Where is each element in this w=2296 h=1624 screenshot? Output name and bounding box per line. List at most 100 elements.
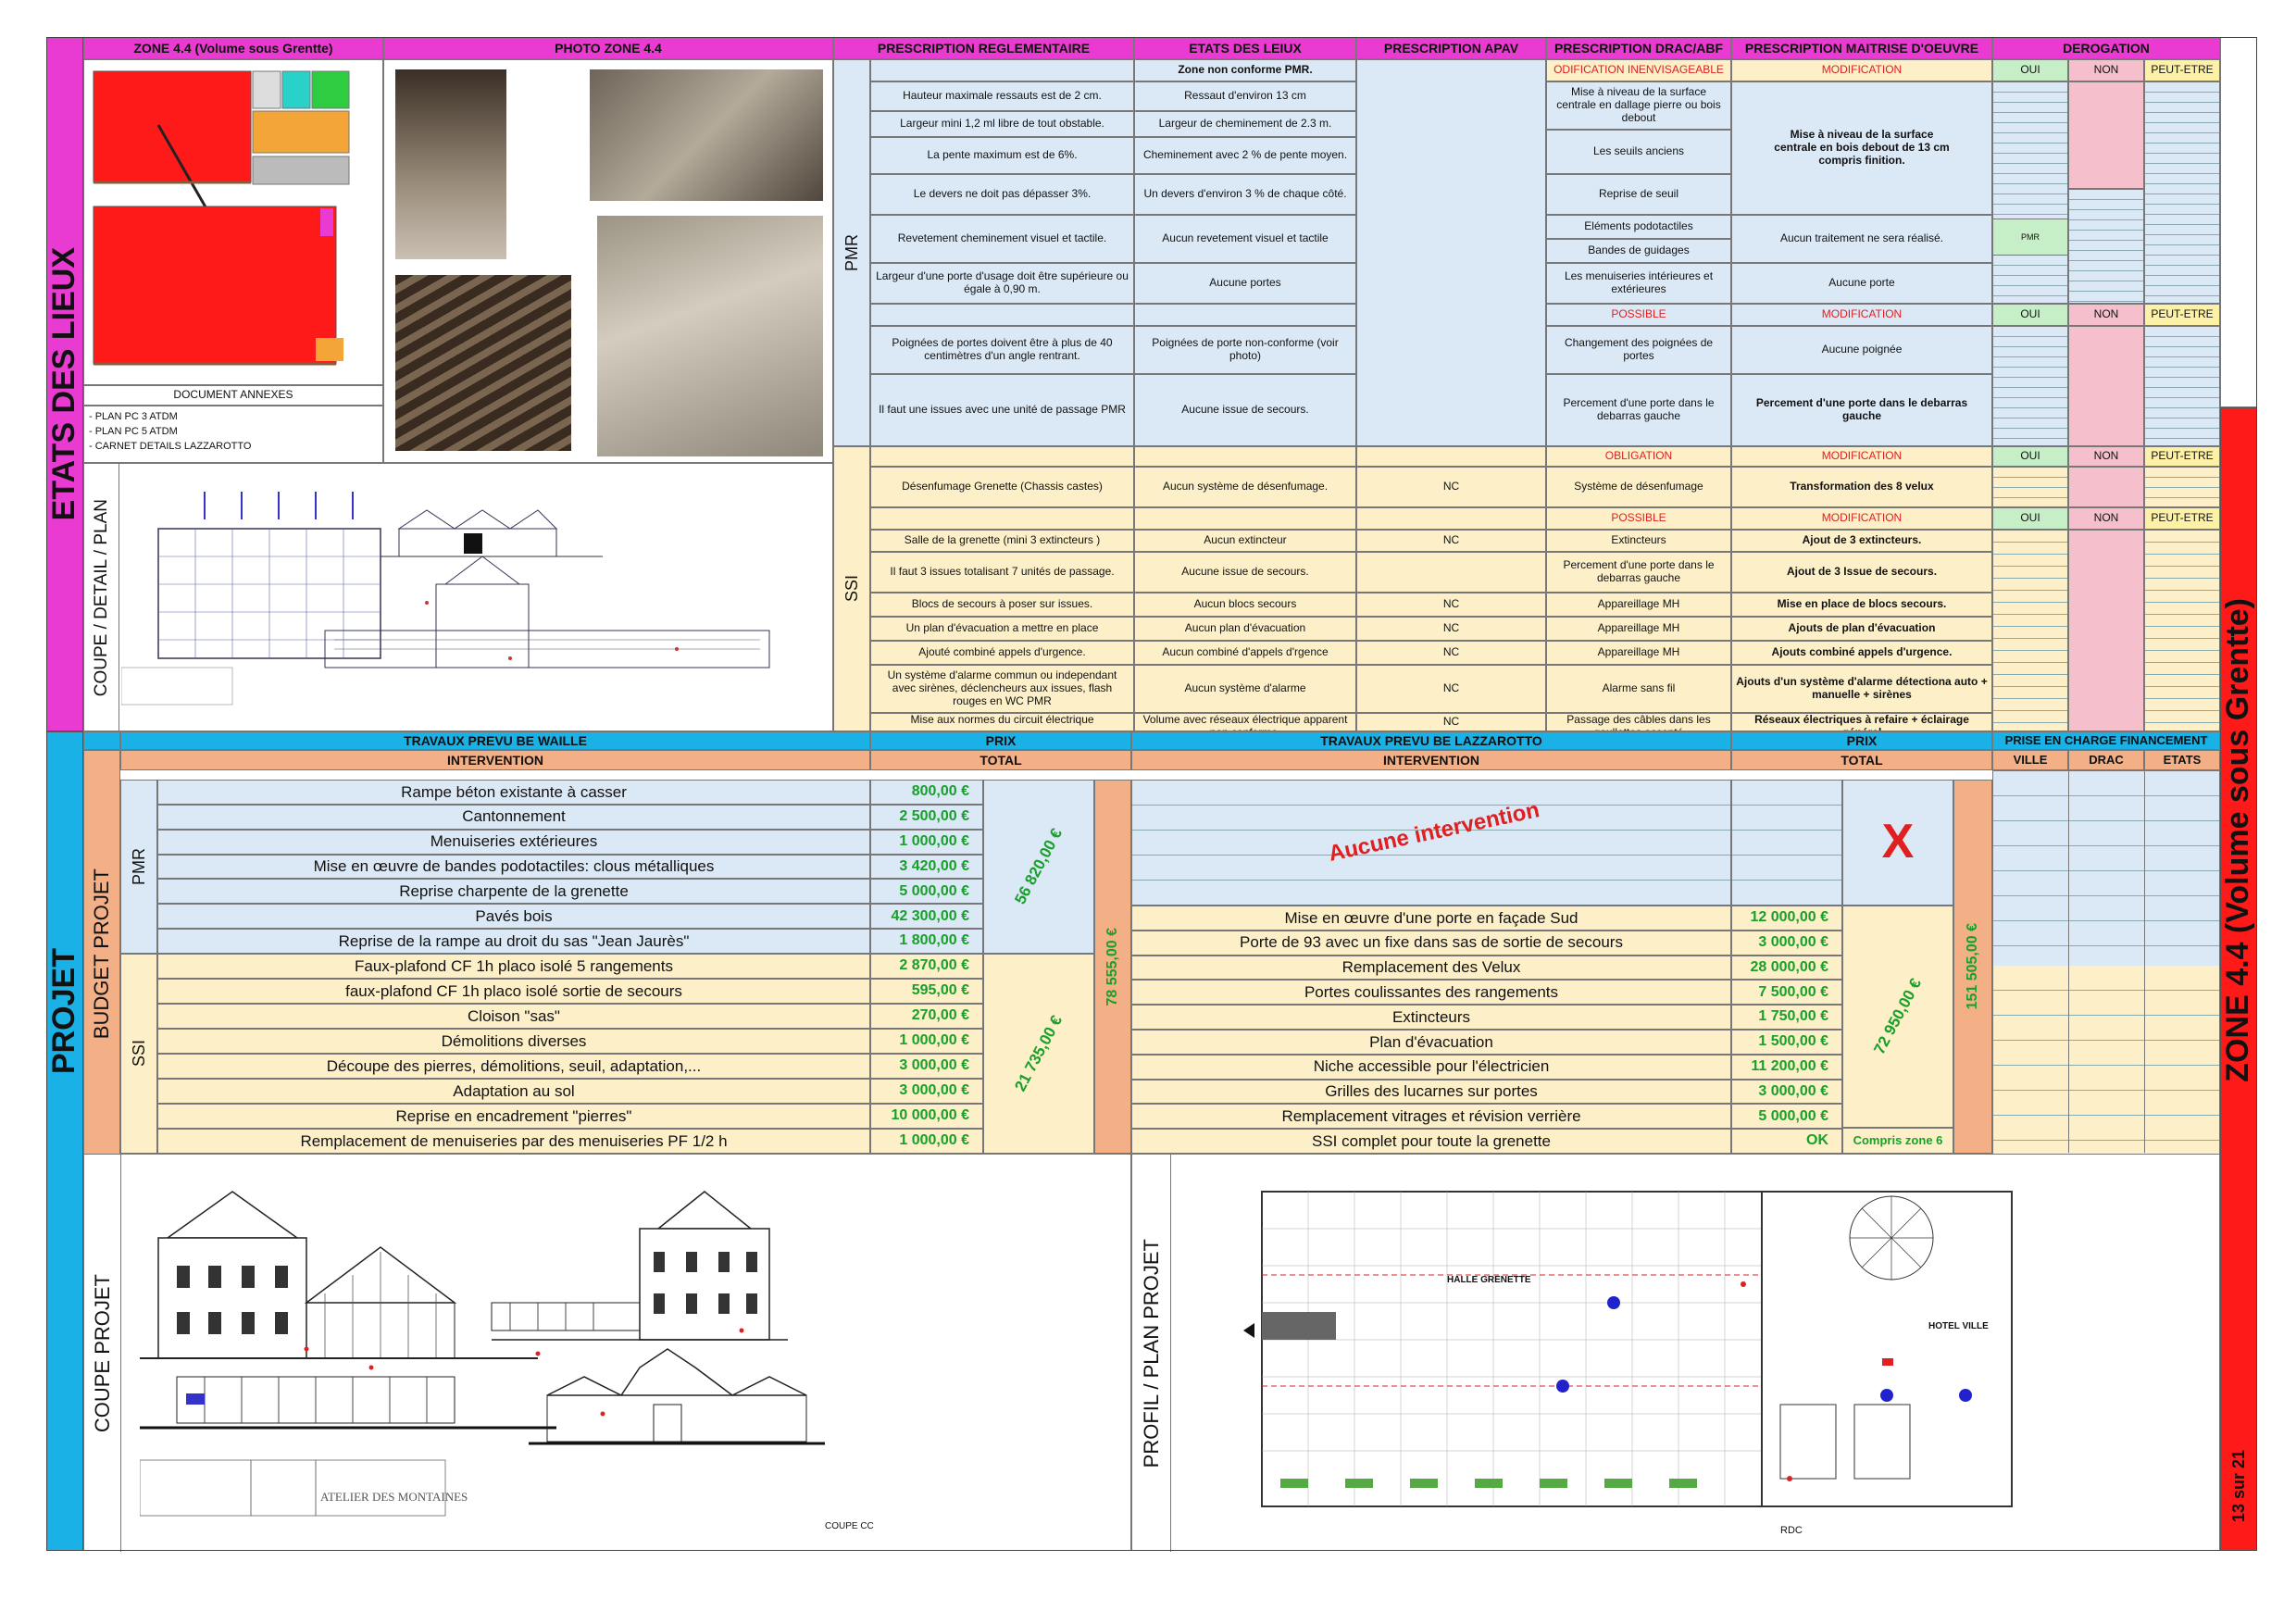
profil-plan-label: PROFIL / PLAN PROJET: [1139, 1238, 1163, 1468]
ssi-status-moe: MODIFICATION: [1731, 446, 1992, 467]
budget-pmr-label: PMR: [120, 780, 157, 954]
prix-header: PRIX: [870, 731, 1131, 750]
compris-zone: Compris zone 6: [1842, 1128, 1953, 1154]
ssi-prescription: Désenfumage Grenette (Chassis castes): [870, 467, 1134, 507]
ssi-moe: Mise en place de blocs secours.: [1731, 593, 1992, 617]
budget-row-label: Menuiseries extérieures: [157, 829, 870, 855]
budget-row-price: 2 870,00 €: [870, 954, 983, 979]
pmr-moe: Aucun traitement ne sera réalisé.: [1731, 215, 1992, 263]
derog-grid: [2068, 326, 2144, 446]
budget-row-price: 3 420,00 €: [870, 854, 983, 880]
coupe-detail-drawing: [121, 492, 770, 706]
coupe-detail-plan-label: COUPE / DETAIL / PLAN: [91, 499, 111, 697]
derog-oui[interactable]: OUI: [1992, 446, 2068, 467]
photo-halle-interior[interactable]: [395, 69, 506, 259]
coupe-projet-panel: COUPE PROJET COUPE CC: [83, 1154, 1131, 1552]
derog-peut-etre[interactable]: PEUT-ETRE: [2144, 507, 2220, 530]
pmr-status-drac: ODIFICATION INENVISAGEABLE: [1546, 59, 1731, 81]
budget-row-label: Reprise charpente de la grenette: [157, 879, 870, 905]
ssi-etat: Aucun extincteur: [1134, 530, 1356, 552]
derog-non[interactable]: NON: [2068, 59, 2144, 81]
budget-row-label: Reprise en encadrement "pierres": [157, 1104, 870, 1129]
financement-grid: [1992, 770, 2220, 1155]
annex-item[interactable]: - CARNET DETAILS LAZZAROTTO: [89, 440, 252, 452]
pmr-status2-moe: MODIFICATION: [1731, 304, 1992, 326]
pmr-prescription: La pente maximum est de 6%.: [870, 137, 1134, 174]
zone-title-band: ZONE 4.4 (Volume sous Grentte): [2220, 407, 2257, 1551]
ssi-etat: Aucun blocs secours: [1134, 593, 1356, 617]
derog-peut-etre[interactable]: PEUT-ETRE: [2144, 304, 2220, 326]
budget-row-price: 270,00 €: [870, 1004, 983, 1029]
budget-row-label: Remplacement vitrages et révision verriè…: [1131, 1104, 1731, 1130]
pmr-prescription: Il faut une issues avec une unité de pas…: [870, 374, 1134, 446]
pmr-etat: Aucun revetement visuel et tactile: [1134, 215, 1356, 263]
budget-row-label: Démolitions diverses: [157, 1029, 870, 1054]
lazz-ssi-total: 72 950,00 €: [1842, 906, 1953, 1128]
etats-des-lieux-label: ETATS DES LIEUX: [46, 247, 82, 521]
ssi-etat: Aucun combiné d'appels d'rgence: [1134, 641, 1356, 665]
derog-grid: [1992, 467, 2068, 507]
photo-wall-detail[interactable]: [590, 69, 823, 201]
budget-row-price: 42 300,00 €: [870, 904, 983, 930]
photo-stone-step[interactable]: [597, 216, 823, 456]
photo-roof-structure[interactable]: [395, 275, 571, 451]
hotel-ville-label: HOTEL VILLE: [1928, 1321, 1989, 1331]
pmr-prescription: Largeur d'une porte d'usage doit être su…: [870, 263, 1134, 304]
budget-row: Cloison "sas"270,00 €: [157, 1004, 983, 1029]
derog-peut-etre[interactable]: PEUT-ETRE: [2144, 446, 2220, 467]
pmr-prescription: Revetement cheminement visuel et tactile…: [870, 215, 1134, 263]
derog-oui[interactable]: OUI: [1992, 304, 2068, 326]
coupe-projet-label: COUPE PROJET: [90, 1273, 114, 1433]
atelier-logo-text: ATELIER DES MONTAINES: [320, 1490, 468, 1504]
budget-row-price: 10 000,00 €: [870, 1104, 983, 1129]
budget-row-price: 12 000,00 €: [1731, 906, 1842, 931]
total2-header: TOTAL: [1731, 750, 1992, 770]
ssi-section-label: SSI: [833, 446, 870, 731]
ssi-prescription: Un plan d'évacuation a mettre en place: [870, 617, 1134, 641]
derog-non[interactable]: NON: [2068, 507, 2144, 530]
budget-row-label: Adaptation au sol: [157, 1079, 870, 1104]
ssi-prescription: Il faut 3 issues totalisant 7 unités de …: [870, 552, 1134, 593]
budget-row-label: faux-plafond CF 1h placo isolé sortie de…: [157, 979, 870, 1004]
budget-row-price: 3 000,00 €: [1731, 1079, 1842, 1105]
pmr-etat: Largeur de cheminement de 2.3 m.: [1134, 111, 1356, 137]
pmr-drac: Reprise de seuil: [1546, 174, 1731, 215]
budget-row: Mise en œuvre de bandes podotactiles: cl…: [157, 854, 983, 880]
annex-item[interactable]: - PLAN PC 5 ATDM: [89, 425, 178, 437]
budget-row-label: Cantonnement: [157, 804, 870, 830]
pmr-drac: Percement d'une porte dans le debarras g…: [1546, 374, 1731, 446]
budget-row-label: Remplacement de menuiseries par des menu…: [157, 1129, 870, 1154]
annex-item[interactable]: - PLAN PC 3 ATDM: [89, 411, 178, 422]
pmr-moe: Percement d'une porte dans le debarras g…: [1731, 374, 1992, 446]
derog-oui[interactable]: OUI: [1992, 507, 2068, 530]
derog-peut-etre[interactable]: PEUT-ETRE: [2144, 59, 2220, 81]
total-header: TOTAL: [870, 750, 1131, 770]
pmr-status-moe: MODIFICATION: [1731, 59, 1992, 81]
budget-row-label: Porte de 93 avec un fixe dans sas de sor…: [1131, 930, 1731, 956]
etats-header: ETATS: [2144, 750, 2220, 770]
pmr-drac: Eléments podotactiles: [1546, 215, 1731, 239]
budget-row: Faux-plafond CF 1h placo isolé 5 rangeme…: [157, 954, 983, 979]
pmr-drac: Les menuiseries intérieures et extérieur…: [1546, 263, 1731, 304]
budget-row-label: Rampe béton existante à casser: [157, 780, 870, 805]
pmr-etat: Poignées de porte non-conforme (voir pho…: [1134, 326, 1356, 374]
derog-non[interactable]: NON: [2068, 446, 2144, 467]
zone-title-label: ZONE 4.4 (Volume sous Grentte): [2220, 598, 2256, 1082]
budget-row-label: Grilles des lucarnes sur portes: [1131, 1079, 1731, 1105]
coupe-detail-plan-panel: COUPE / DETAIL / PLAN: [83, 463, 833, 732]
derog-non[interactable]: NON: [2068, 304, 2144, 326]
ssi-apav: NC: [1356, 713, 1546, 731]
budget-row-price: 1 000,00 €: [870, 1129, 983, 1154]
lazz-header: TRAVAUX PREVU BE LAZZAROTTO: [1131, 731, 1731, 750]
lazz-pmr-block: Aucune intervention: [1131, 780, 1731, 906]
derog-oui[interactable]: OUI: [1992, 59, 2068, 81]
